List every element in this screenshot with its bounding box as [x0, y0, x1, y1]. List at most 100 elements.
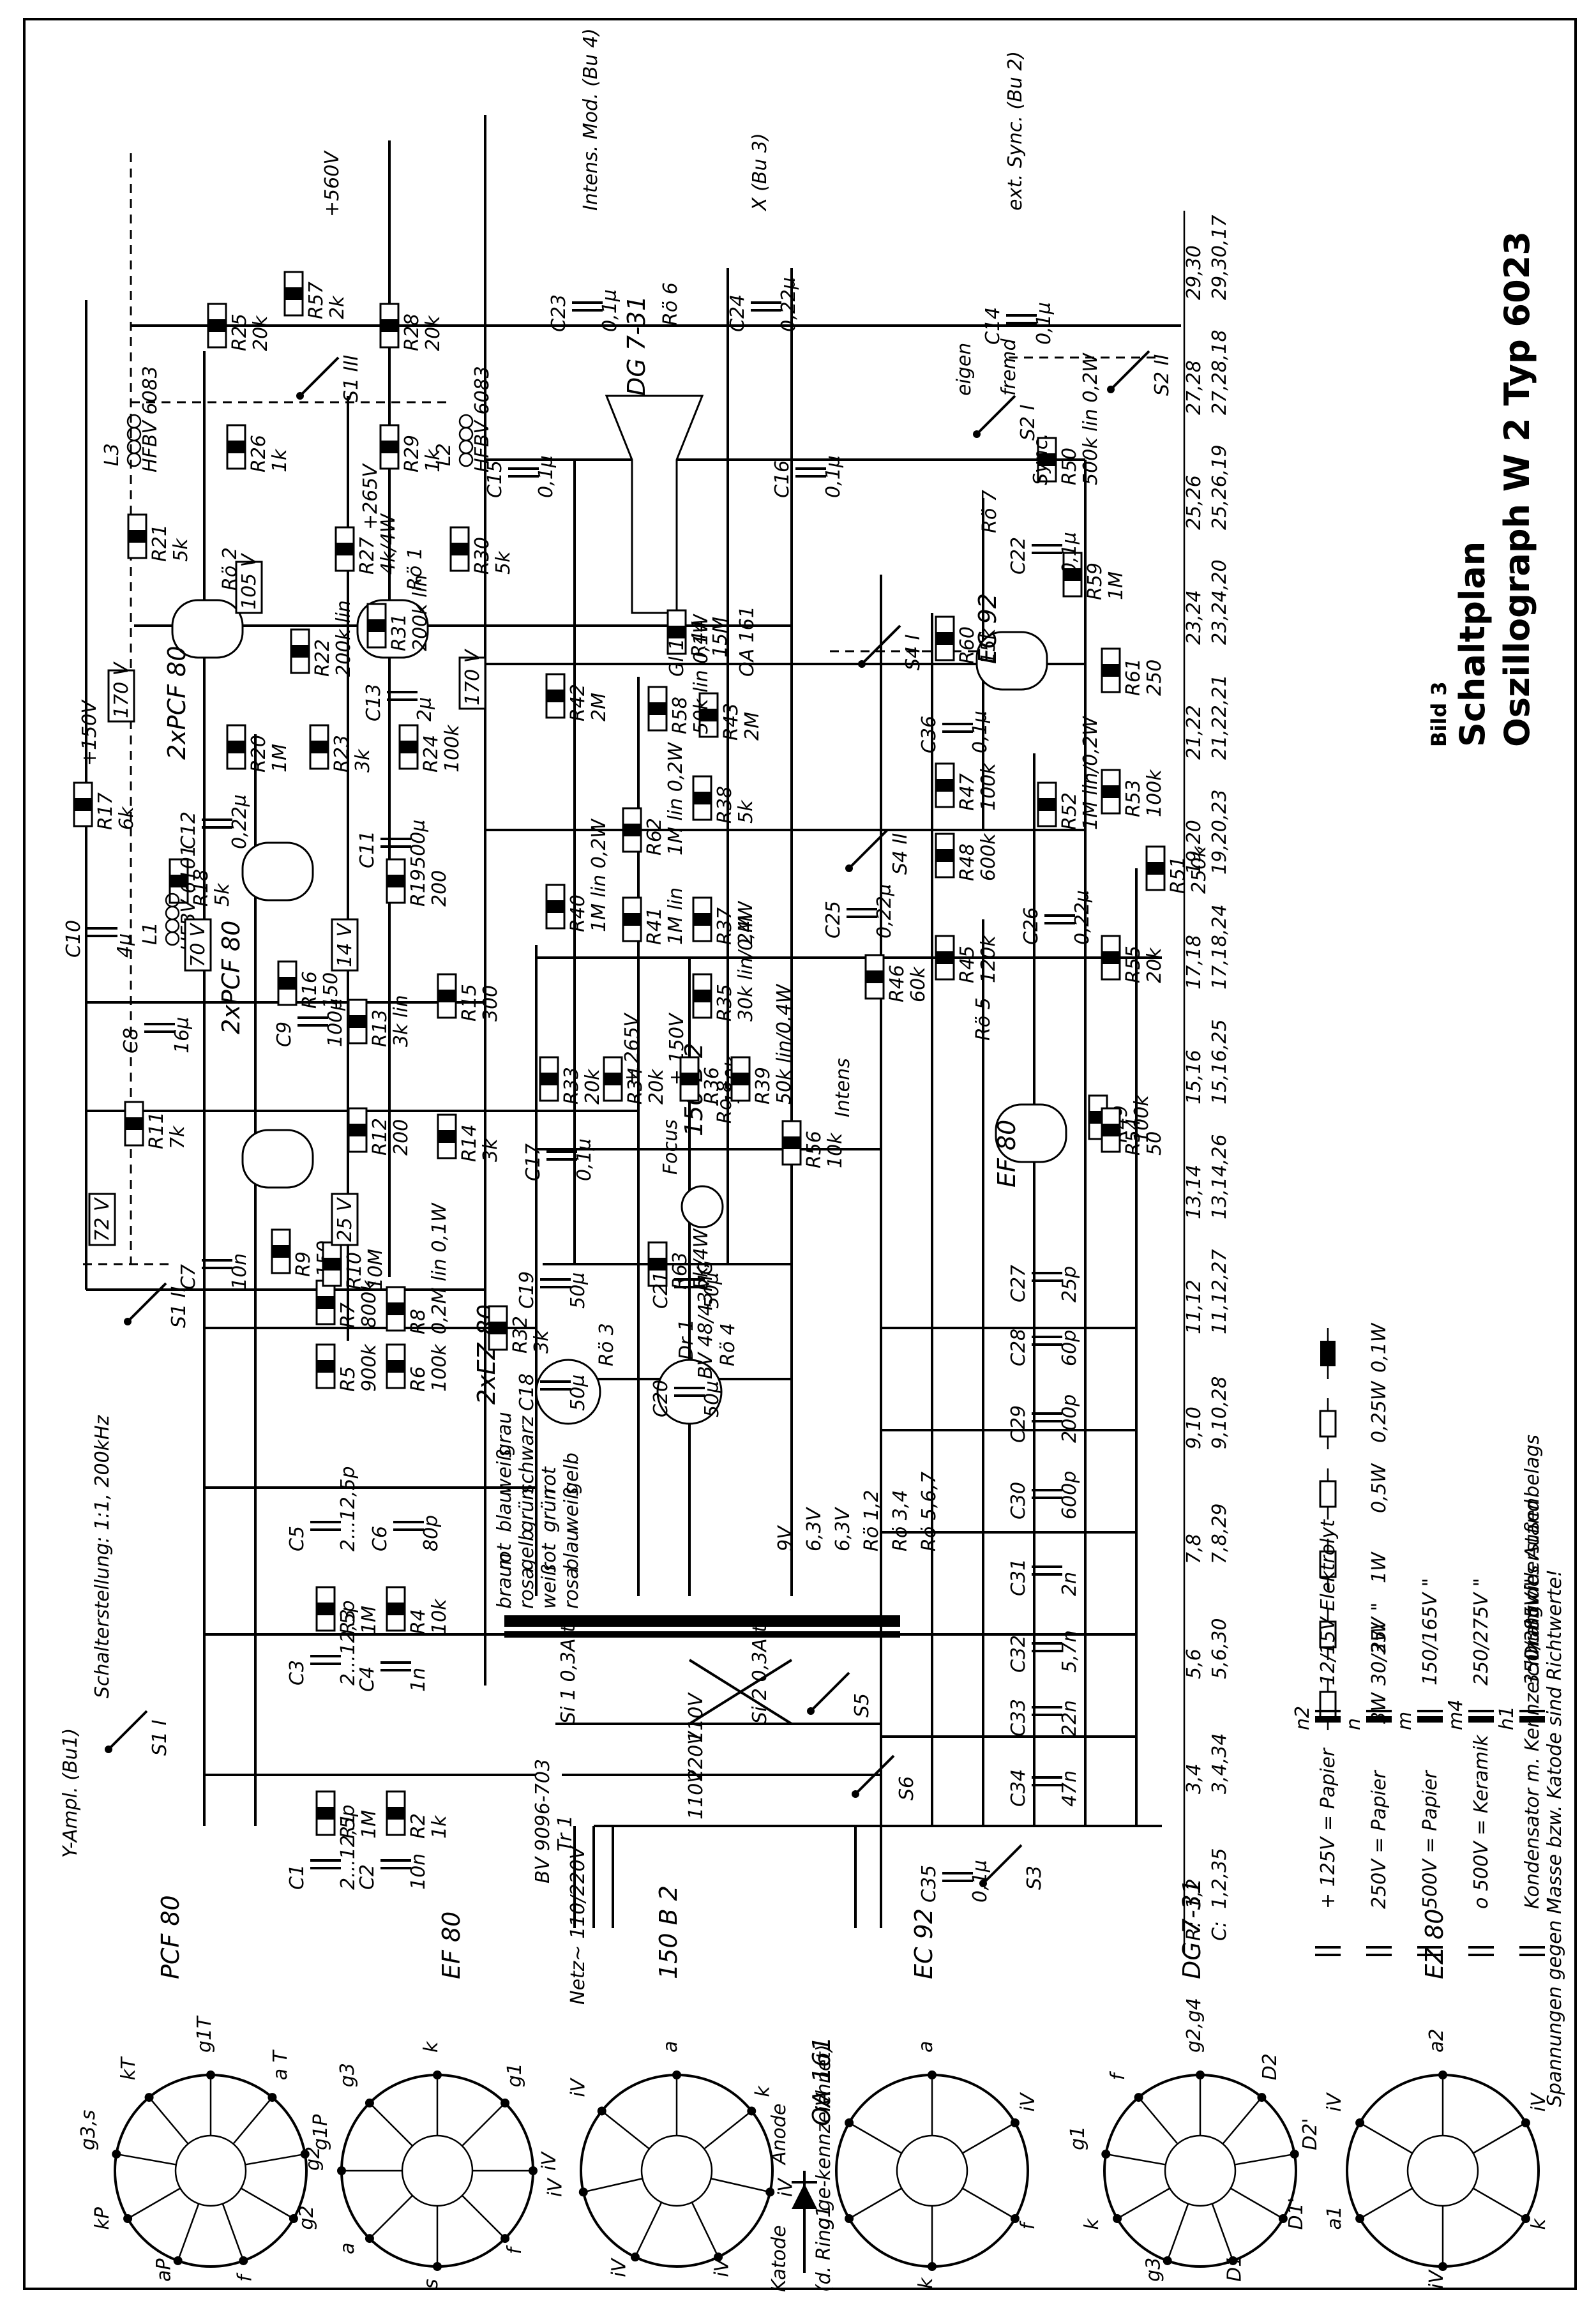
resistor-value: 1k — [428, 1814, 451, 1839]
capacitor-ref: C29 — [1007, 1405, 1030, 1443]
resistor-value: 10M — [365, 1249, 387, 1290]
capacitor-ref: C11 — [356, 831, 379, 868]
resistor-value: 1M lin — [665, 887, 687, 945]
switch-label: S1 I — [149, 1719, 171, 1756]
resistor-ref: R17 — [94, 792, 117, 830]
heater-output: 6,3V — [803, 1506, 825, 1551]
switch-label: S1 II — [168, 1286, 190, 1328]
pinout-title: EC 92 — [910, 1908, 938, 1979]
legend-electrolytic-code: n2 — [1291, 1706, 1314, 1730]
switch-s1-iii: S1 III — [296, 355, 363, 402]
wire-color: weiß — [561, 1488, 583, 1532]
legend-capacitor: + 125V = Papier — [1315, 1747, 1341, 1956]
voltage-mark: 72 V — [88, 1193, 116, 1246]
resistor-value: 5k — [170, 538, 192, 562]
supply-560v: +560V — [321, 150, 343, 217]
resistor-value: 10k — [824, 1132, 847, 1168]
resistor-value: 60k — [907, 966, 930, 1002]
legend-electrolytic-code: m4 — [1445, 1700, 1467, 1730]
resistor-value: 100k — [428, 1343, 451, 1392]
resistor-ref: R62 — [644, 818, 666, 856]
pin-label: aP — [153, 2258, 176, 2281]
voltage-mark: 170 V — [107, 661, 135, 723]
resistor-value: 100k — [441, 724, 463, 773]
pin-label: g2,g4 — [1183, 1998, 1205, 2053]
resistor-value: 15M — [709, 617, 732, 658]
resistor-value: 250k — [1188, 845, 1210, 894]
wire-color: gelb — [561, 1452, 583, 1494]
capacitor-value: 25p — [1058, 1266, 1081, 1302]
pin-label: f — [234, 2272, 256, 2282]
pin-label: f — [1107, 2070, 1129, 2080]
resistor-ref: R38 — [714, 786, 736, 824]
pin-label: iV — [711, 2257, 733, 2277]
tube-label-ro7: EC 92 — [974, 593, 1002, 664]
resistor-ref: R18 — [190, 869, 213, 907]
table-cell: 23,24,20 — [1208, 559, 1231, 645]
capacitor-value: 80p — [420, 1515, 442, 1551]
legend-resistor-rating: 1W — [1368, 1551, 1390, 1583]
pin-label: iV — [774, 2177, 797, 2197]
tube-ref-ro4: Rö 4 — [717, 1323, 739, 1366]
resistor-value: 600k — [977, 833, 1000, 881]
mains-tap: 110V — [685, 1692, 707, 1743]
resistor-value: 1M — [269, 744, 291, 773]
capacitor-ref: C1 — [286, 1864, 308, 1890]
capacitor-value: 2...12,5p — [337, 1600, 359, 1686]
pinout-title: EF 80 — [437, 1912, 465, 1979]
coil-type: HFBV 6083 — [471, 366, 493, 472]
capacitor-value: 100µ — [324, 999, 347, 1047]
label-switch-position: Schalterstellung: 1:1, 200kHz — [91, 1414, 114, 1698]
capacitor-ref: C20 — [650, 1380, 672, 1417]
resistor-ref: R48 — [956, 843, 979, 881]
legend-capacitor-text: 500V = Papier — [1419, 1770, 1442, 1909]
wire-color: blau — [493, 1491, 516, 1532]
table-cell: 29,30,17 — [1208, 215, 1231, 300]
capacitor-value: 4µ — [114, 933, 136, 958]
table-cell: 19,20,23 — [1208, 789, 1231, 875]
voltage-mark: 14 V — [331, 918, 359, 972]
legend-capacitor-text: o 500V = Keramik — [1470, 1734, 1493, 1909]
voltage-mark: 105 V — [235, 552, 263, 614]
capacitor-ref: C15 — [484, 460, 506, 498]
wire-color: rot — [493, 1542, 516, 1571]
capacitor-value: 0,1µ — [969, 711, 991, 753]
capacitor-ref: C8 — [120, 1028, 142, 1053]
resistor-value: 5k — [211, 882, 234, 907]
capacitor-value: 60p — [1058, 1330, 1081, 1366]
resistor-value: 3k — [531, 1329, 553, 1354]
capacitor-ref: C14 — [982, 307, 1004, 345]
pinout-title: 150 B 2 — [654, 1885, 682, 1979]
crt-ro6 — [605, 395, 704, 614]
switch-label: S4 II — [889, 833, 912, 875]
capacitor-value: 50µ — [567, 1375, 589, 1411]
pin-label: g2 — [302, 2146, 324, 2171]
resistor-value: 800k — [358, 1279, 380, 1328]
